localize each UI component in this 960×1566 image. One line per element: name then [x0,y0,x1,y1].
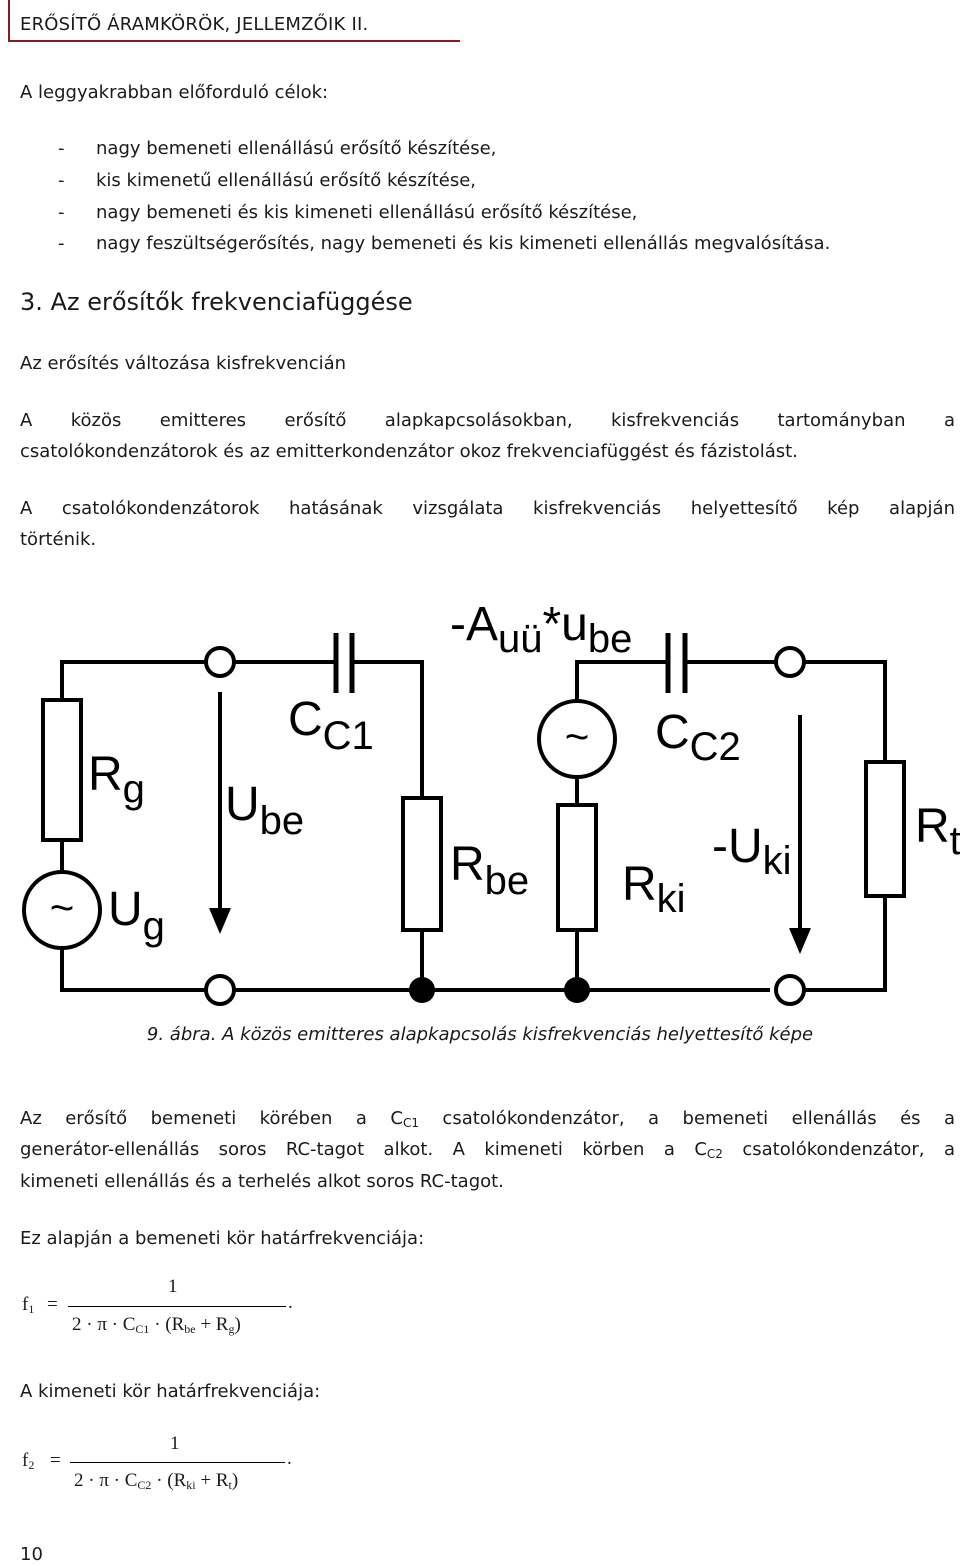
resistor-rbe [401,796,443,932]
formula-eq: = [47,1294,58,1315]
wire [575,660,668,700]
formula-lhs: f1 [22,1294,35,1316]
input-cutoff-label: Ez alapján a bemeneti kör határfrekvenci… [20,1228,425,1249]
terminal-open [204,974,236,1006]
generator-symbol: ~ [565,713,590,760]
label-controlled-source: -Auü*ube [450,598,632,661]
paragraph-line: csatolókondenzátorok és az emitterkonden… [20,441,798,462]
label-ug: Ug [108,883,165,948]
label-uki: -Uki [712,820,792,883]
voltage-generator-ug [22,870,102,950]
label-rt: Rt [915,800,960,863]
label-rg: Rg [88,748,145,811]
circuit-diagram: ~ ~ Rg Ug Ube CC1 Rbe -Auü*ube CC2 Rki -… [22,598,960,1006]
formula-numerator: 1 [170,1433,180,1454]
generator-symbol: ~ [50,884,75,931]
paragraph-line: történik. [20,529,97,550]
terminal-open [204,646,236,678]
fraction-bar [68,1306,286,1307]
list-dash: - [58,170,65,191]
page-number: 10 [20,1544,43,1565]
list-item: - kis kimenetű ellenállású erősítő készít… [58,170,476,191]
list-item: - nagy feszültségerősítés, nagy bemeneti … [58,233,830,254]
junction-dot [564,977,590,1003]
list-dash: - [58,202,65,223]
intro-text: A leggyakrabban előforduló célok: [20,82,329,103]
section-title: Az erősítők frekvenciafüggése [50,288,413,316]
output-cutoff-label: A kimeneti kör határfrekvenciája: [20,1381,321,1402]
formula-denominator: 2 · π · CC2 · (Rki + Rt) [74,1470,239,1492]
list-item-text: nagy feszültségerősítés, nagy bemeneti é… [96,233,831,254]
terminal-open [774,646,806,678]
formula-numerator: 1 [168,1276,178,1297]
formula-lhs: f2 [22,1450,35,1472]
list-item: - nagy bemeneti ellenállású erősítő készí… [58,138,496,159]
label-rbe: Rbe [450,838,529,903]
paragraph-line: A csatolókondenzátorok hatásának vizsgál… [20,498,955,519]
resistor-rg [41,698,83,842]
formula-end: . [288,1292,293,1313]
label-cc1: CC1 [288,693,374,758]
header-title: ERŐSÍTŐ ÁRAMKÖRÖK, JELLEMZŐIK II. [20,14,369,35]
section-heading: 3. Az erősítők frekvenciafüggése [20,288,413,316]
list-item-text: kis kimenetű ellenállású erősítő készíté… [96,170,477,191]
fraction-bar [70,1462,285,1463]
formula-denominator: 2 · π · CC1 · (Rbe + Rg) [72,1314,241,1336]
arrowhead [209,908,231,934]
figure-caption: 9. ábra. A közös emitteres alapkapcsolás… [146,1024,814,1045]
wire [60,660,205,700]
list-dash: - [58,233,65,254]
header-frame [8,0,460,42]
resistor-rki [556,803,598,932]
formula-end: . [287,1448,292,1469]
wire [352,660,424,798]
label-rki: Rki [622,858,686,921]
paragraph-line: kimeneti ellenállás és a terhelés alkot … [20,1171,504,1192]
capacitor-cc1 [333,633,355,693]
subsection-heading: Az erősítés változása kisfrekvencián [20,353,347,374]
terminal-open [774,974,806,1006]
paragraph-line: Az erősítő bemeneti körében a CC1 csatol… [20,1108,955,1130]
wire [60,948,205,992]
arrowhead [789,928,811,954]
list-dash: - [58,138,65,159]
list-item-text: nagy bemeneti ellenállású erősítő készít… [96,138,497,159]
label-ube: Ube [225,778,304,843]
label-cc2: CC2 [655,706,741,769]
resistor-rt [864,760,906,898]
list-item: - nagy bemeneti és kis kimeneti ellenállá… [58,202,637,223]
paragraph-line: A közös emitteres erősítő alapkapcsoláso… [20,410,955,431]
capacitor-cc2 [665,633,688,693]
junction-dot [409,977,435,1003]
voltage-generator-controlled [537,699,617,779]
wire [805,896,887,992]
wire [805,660,887,762]
list-item-text: nagy bemeneti és kis kimeneti ellenállás… [96,202,638,223]
paragraph-line: generátor-ellenállás soros RC-tagot alko… [20,1139,955,1161]
section-number: 3. [20,288,43,316]
formula-eq: = [50,1450,61,1471]
